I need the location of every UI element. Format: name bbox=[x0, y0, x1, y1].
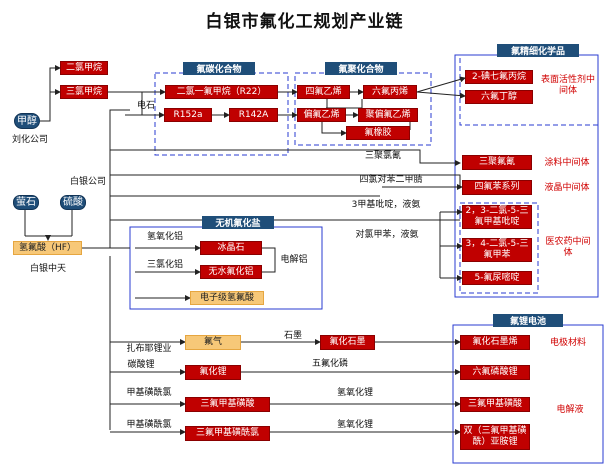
electronic-hf-node: 电子级氢氟酸 bbox=[190, 291, 264, 305]
melamine-chloride-label: 三聚氯氰 bbox=[364, 150, 401, 161]
fkm-node: 氟橡胶 bbox=[346, 126, 410, 140]
graphite-fluoride-node: 氟化石墨 bbox=[320, 335, 375, 350]
methylsulfonyl-label: 甲基磺酰氯 bbox=[126, 387, 172, 398]
methylsulfonyl-label-2: 甲基磺酰氯 bbox=[126, 419, 172, 430]
lithium-carbonate-label: 碳酸锂 bbox=[127, 359, 155, 370]
tetrachloro-label: 四氯对苯二甲腈 bbox=[359, 174, 423, 185]
lif-node: 氟化锂 bbox=[185, 365, 241, 380]
tfbn-node: 四氟苯系列 bbox=[462, 180, 532, 195]
fluorine-gas-node: 氟气 bbox=[185, 335, 241, 350]
electrolyte-label: 电解液 bbox=[556, 404, 584, 415]
hf-node: 氢氟酸（HF） bbox=[13, 241, 82, 255]
fluorite-node: 萤石 bbox=[13, 195, 39, 210]
graphite-fluoride-f-node: 氟化石墨烯 bbox=[460, 335, 530, 350]
pesticide-mid-label: 涂料中间体 bbox=[544, 157, 590, 168]
dcf-toluene-node: 3，4-二氯-5-三氟甲苯 bbox=[462, 238, 532, 262]
aluminium-hydroxide-label: 氢氧化铝 bbox=[146, 231, 183, 242]
methanol-node: 甲醇 bbox=[14, 113, 40, 129]
cryolite-node: 冰晶石 bbox=[200, 241, 262, 255]
fluoropolymer-header: 氟聚化合物 bbox=[325, 62, 397, 75]
aluminium-chloride-label: 三氯化铝 bbox=[146, 259, 183, 270]
cf3so3-li-node: 三氟甲基磺酸 bbox=[460, 397, 530, 412]
dcf-pyridine-node: 2，3-二氯-5-三氟甲基吡啶 bbox=[462, 205, 532, 229]
dichloromethane-node: 二氯甲烷 bbox=[60, 61, 108, 75]
baiyin-company-label: 白银公司 bbox=[69, 176, 106, 187]
fluorouracil-node: 5-氟尿嘧啶 bbox=[462, 271, 532, 285]
cf3so3-node: 三氟甲基磺酸 bbox=[185, 397, 270, 412]
electrode-label: 电极材料 bbox=[549, 337, 586, 348]
chloroform-node: 三氯甲烷 bbox=[60, 85, 108, 99]
zabuye-label: 扎布耶锂业 bbox=[126, 343, 172, 354]
r152a-node: R152a bbox=[164, 108, 212, 122]
tfe-node: 四氟乙烯 bbox=[297, 85, 350, 99]
lithium-hydride-label: 氢氧化锂 bbox=[336, 387, 373, 398]
fluoroalkane-header: 氟碳化合物 bbox=[183, 62, 255, 75]
hfp-node: 六氟丙烯 bbox=[363, 85, 417, 99]
pharma-mid-label: 医农药中间体 bbox=[545, 237, 591, 258]
methylpyridine-label: 3甲基吡啶，液氨 bbox=[351, 199, 421, 210]
baiyin-zhongtian-label: 白银中天 bbox=[29, 263, 66, 274]
page-title: 白银市氟化工规划产业链 bbox=[205, 12, 404, 32]
surfactant-label: 表面活性剂中间体 bbox=[540, 75, 595, 96]
graphite-label: 石墨 bbox=[283, 330, 302, 341]
r142a-node: R142A bbox=[229, 108, 278, 122]
sulfuric-acid-node: 硫酸 bbox=[60, 195, 86, 210]
battery-header: 氟锂电池 bbox=[493, 314, 563, 327]
liuhua-label: 刘化公司 bbox=[11, 134, 48, 145]
pvdf-node: 聚偏氟乙烯 bbox=[358, 108, 418, 122]
iodo-hfp-node: 2-碘七氟丙烷 bbox=[465, 70, 533, 84]
hfb-node: 六氟丁醇 bbox=[465, 90, 533, 104]
aluminium-fluoride-node: 无水氟化铝 bbox=[200, 265, 262, 279]
lipf6-node: 六氟磷酸锂 bbox=[460, 365, 530, 380]
electrolytic-al-label: 电解铝 bbox=[280, 254, 308, 265]
chlorotoluene-label: 对氯甲苯，液氨 bbox=[355, 229, 419, 240]
pvdf-monomer-node: 偏氟乙烯 bbox=[297, 108, 346, 122]
litfsi-node: 双（三氟甲基磺酰）亚胺锂 bbox=[460, 424, 530, 450]
pf5-label: 五氟化磷 bbox=[311, 358, 348, 369]
fine-chem-header: 氟精细化学品 bbox=[497, 44, 579, 57]
cf3so2cl-node: 三氟甲基磺酰氯 bbox=[185, 426, 270, 441]
r22-node: 二氯一氟甲烷（R22） bbox=[165, 85, 278, 99]
inorganic-header: 无机氟化盐 bbox=[202, 216, 274, 229]
electric-stone-label: 电石 bbox=[136, 100, 155, 111]
lithium-hydroxide-label: 氢氧化锂 bbox=[336, 419, 373, 430]
lcd-mid-label: 液晶中间体 bbox=[544, 182, 590, 193]
melamine-f-node: 三聚氟氰 bbox=[462, 155, 532, 170]
